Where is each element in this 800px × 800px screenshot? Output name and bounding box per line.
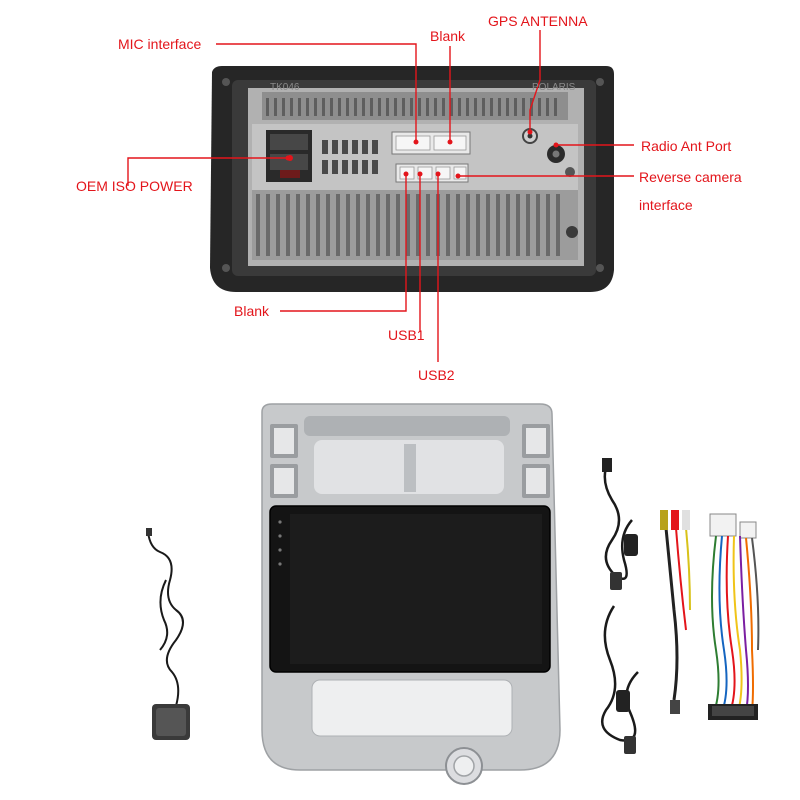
- blank-bottom-line: [280, 174, 407, 312]
- label-usb1: USB1: [388, 327, 425, 343]
- label-blank-bottom: Blank: [234, 303, 270, 319]
- gps-antenna-line: [529, 30, 541, 130]
- label-radio-ant-port: Radio Ant Port: [641, 138, 732, 154]
- label-reverse-camera-interface: interface: [639, 197, 693, 213]
- head-unit-with-bezel-icon: [261, 403, 561, 785]
- oem-iso-line: [127, 157, 288, 186]
- gps-antenna-cable-icon: [146, 528, 190, 740]
- iso-power-harness-icon: [708, 513, 760, 720]
- brand-mark: POLARIS: [532, 82, 576, 93]
- label-usb2: USB2: [418, 367, 455, 383]
- usb-cable-1-icon: [602, 458, 638, 590]
- label-mic-interface: MIC interface: [118, 36, 202, 52]
- label-reverse-camera: Reverse camera: [639, 169, 742, 185]
- model-mark: TK046: [270, 82, 300, 93]
- usb-cable-2-icon: [601, 605, 639, 754]
- label-blank-top: Blank: [430, 28, 466, 44]
- rca-cable-icon: [660, 510, 691, 714]
- mic-interface-line: [216, 43, 417, 140]
- label-oem-iso-power: OEM ISO POWER: [76, 178, 193, 194]
- label-gps-antenna: GPS ANTENNA: [488, 13, 588, 29]
